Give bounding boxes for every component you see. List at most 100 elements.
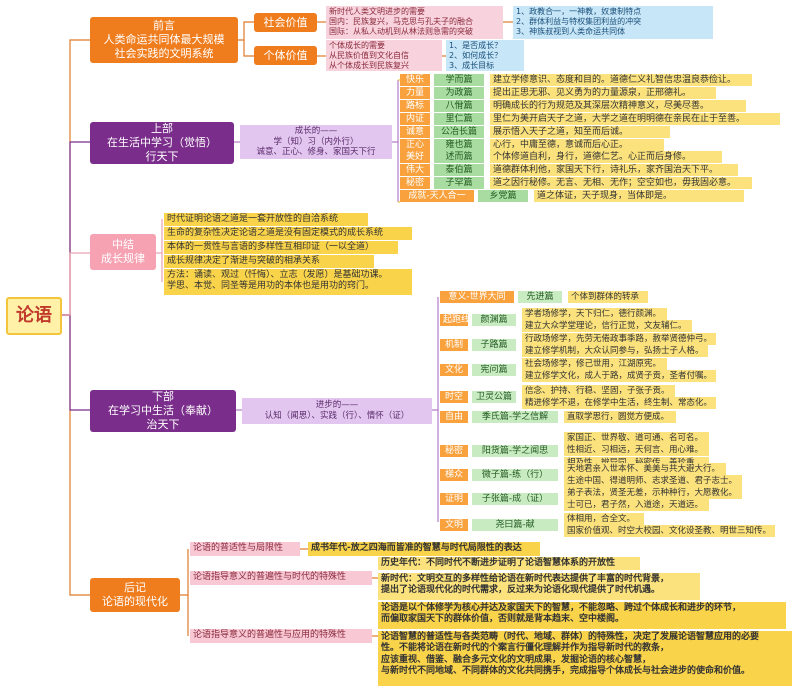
part2-group-chapter[interactable]: 微子篇-练（行）	[472, 469, 558, 482]
post-r3-text1: 论语是以个体修学为核心并达及家国天下的智慧，不能忽略、跨过个体成长和进步的环节，…	[378, 602, 786, 629]
post-r2-text1: 历史年代：不同时代不断进步证明了论语智慧体系的开放性	[378, 557, 640, 570]
post-line: 性。不能将论语在新时代的个案言行僵化理解并作为指导新时代的教条，	[381, 643, 670, 654]
post-title: 后记	[124, 581, 146, 595]
sub-line: 1、是否成长？	[449, 41, 503, 50]
part1-row-key[interactable]: 成就-天人合一	[400, 190, 474, 203]
social-value-node[interactable]: 社会价值	[254, 13, 317, 32]
part2-group-chapter[interactable]: 卫灵公篇	[472, 391, 516, 404]
part2-group-key[interactable]: 证明	[440, 493, 468, 506]
part2-title: 下部	[152, 390, 174, 404]
sub-line: 1、政教合一，一神教，奴隶制特点	[516, 7, 642, 16]
part2-node[interactable]: 下部 在学习中生活（奉献） 治天下	[90, 390, 236, 432]
part2-group-key[interactable]: 文化	[440, 364, 468, 377]
detail-line: 从个体成长到民族复兴	[329, 61, 409, 70]
part1-row-key[interactable]: 美好	[400, 151, 430, 164]
personal-value-details: 个体成长的需要 从民族价值到文化自信 从个体成长到民族复兴	[326, 40, 442, 71]
post-r3-label[interactable]: 论语指导意义的普遍性与应用的特殊性	[190, 629, 372, 643]
part2-group-chapter[interactable]: 尧曰篇-献	[472, 519, 558, 532]
part2-group-key[interactable]: 梯众	[440, 469, 468, 482]
sub-line: 3、神族叔视到人类命运共同体	[516, 27, 626, 36]
mid-line: 诚意、正心、修身、家国天下行	[256, 147, 376, 158]
part2-group-chapter[interactable]: 季氏篇-学之信解	[472, 411, 558, 424]
part2-group-key[interactable]: 时空	[440, 391, 468, 404]
intro-node[interactable]: 前言 人类命运共同体最大规模 社会实践的文明系统	[90, 17, 238, 63]
part2-group-desc: 相及性、辨异同、秘密传、善珍重。	[564, 456, 710, 469]
part2-group-key[interactable]: 意义-世界大同	[440, 291, 514, 304]
part1-title: 上部	[151, 122, 173, 136]
part1-row-key[interactable]: 诚意	[400, 125, 430, 138]
part2-group-desc: 弟子表法，贤圣无差，示种种行，大愿教化。	[564, 487, 742, 499]
part1-mid-node[interactable]: 成长的—— 学（知）习（内外行） 诚意、正心、修身、家国天下行	[240, 125, 392, 159]
sub-line: 2、群体利益与特权集团利益的冲突	[516, 17, 642, 26]
part2-group-key[interactable]: 文明	[440, 519, 468, 532]
part2-group-chapter[interactable]: 颜渊篇	[472, 314, 516, 327]
post-node[interactable]: 后记 论语的现代化	[90, 578, 180, 612]
part2-group-desc: 学者场修学，天下归仁，德行颜渊。	[522, 308, 668, 320]
part1-row-key[interactable]: 内证	[400, 112, 430, 125]
sub-line: 3、成长目标	[449, 61, 495, 70]
mid-item: 时代证明论语之道是一套开放性的自洽系统	[164, 213, 368, 226]
part2-group-desc: 社会场修学，修己世用，江湖原宪。	[522, 358, 668, 370]
personal-value-node[interactable]: 个体价值	[254, 46, 317, 65]
part1-row-chapter[interactable]: 述而篇	[434, 151, 484, 164]
mid-item: 本体的一贯性与言语的多样性互相印证（一以全道）	[164, 241, 398, 254]
part2-group-desc: 家国正、世界敬、道可通、名可名。	[564, 432, 710, 444]
part1-row-chapter[interactable]: 八佾篇	[434, 99, 484, 112]
post-sub: 论语的现代化	[102, 595, 168, 608]
mid-node[interactable]: 中结 成长规律	[90, 234, 156, 270]
part1-row-chapter[interactable]: 子罕篇	[434, 177, 484, 190]
part2-group-chapter[interactable]: 宪问篇	[472, 364, 516, 377]
part1-row-key[interactable]: 力量	[400, 86, 430, 99]
detail-line: 新时代人类文明进步的需要	[329, 7, 425, 16]
detail-line: 个体成长的需要	[329, 41, 385, 50]
mid-line: 成长的——	[294, 126, 338, 137]
part2-group-desc: 直取学思行，圆觉方便成。	[564, 411, 677, 423]
part1-row-chapter[interactable]: 学而篇	[434, 74, 484, 86]
part1-row-chapter[interactable]: 公冶长篇	[434, 125, 484, 138]
detail-line: 国内：民族复兴，马克思与孔夫子的融合	[329, 17, 473, 26]
detail-line: 国际：从私人动机到从林法则急需的突破	[329, 27, 473, 36]
part2-mid-node[interactable]: 进步的—— 认知（闻思）、实践（行）、情怀（证）	[242, 398, 432, 424]
part2-group-key[interactable]: 秘密	[440, 444, 468, 457]
part2-group-desc: 天地君亲入世本怀、美美与共大避大行。	[564, 463, 726, 475]
part1-row-key[interactable]: 秘密	[400, 177, 430, 190]
part2-group-key[interactable]: 自由	[440, 411, 468, 424]
part2-group-chapter[interactable]: 子张篇-成（证）	[472, 493, 558, 506]
part1-line: 在生活中学习（觉悟）	[107, 136, 217, 150]
part1-row-chapter[interactable]: 为政篇	[434, 86, 484, 99]
part1-row-chapter[interactable]: 乡党篇	[478, 190, 528, 203]
part1-row-desc: 展示悟入天子之道，知至而后诚。	[490, 125, 670, 138]
part2-group-desc: 信念、护持、行稳、坚固，子张子贡。	[522, 385, 676, 397]
social-value-sub: 1、政教合一，一神教，奴隶制特点 2、群体利益与特权集团利益的冲突 3、神族叔视…	[513, 6, 713, 39]
part2-group-chapter[interactable]: 阳货篇-学之闻思	[472, 444, 558, 457]
part1-row-chapter[interactable]: 泰伯篇	[434, 164, 484, 177]
post-line: 而偏取家国天下的群体价值，否则就是背本趋末、空中楼阁。	[381, 614, 625, 625]
part1-row-desc: 道之体证，天子现身，当体即是。	[534, 190, 744, 203]
intro-line: 社会实践的文明系统	[114, 46, 214, 60]
post-r2-label[interactable]: 论语指导意义的普遍性与时代的特殊性	[190, 571, 372, 585]
part1-row-key[interactable]: 正心	[400, 138, 430, 151]
post-r3-text2: 论语智慧的普适性与各类范畴（时代、地域、群体）的特殊性，决定了发展论语智慧应用的…	[378, 631, 792, 686]
part2-group-key[interactable]: 机制	[440, 339, 468, 352]
mid-line: 认知（闻思）、实践（行）、情怀（证）	[264, 411, 410, 421]
detail-line: 从民族价值到文化自信	[329, 51, 409, 60]
part1-node[interactable]: 上部 在生活中学习（觉悟） 行天下	[90, 122, 234, 164]
part1-row-key[interactable]: 快乐	[400, 74, 430, 86]
part2-group-chapter[interactable]: 先进篇	[518, 291, 562, 304]
part2-group-desc: 建立大众学堂理论，信行正觉，文友辅仁。	[522, 320, 692, 332]
post-line: 论语是以个体修学为核心并达及家国天下的智慧，不能忽略、跨过个体成长和进步的环节，	[381, 603, 742, 613]
part1-row-chapter[interactable]: 里仁篇	[434, 112, 484, 125]
part1-row-key[interactable]: 路标	[400, 99, 430, 112]
part2-group-desc: 精进修学不退，在修学中生活，终生制、常态化。	[522, 397, 717, 409]
part1-row-desc: 道德群体利他，家国天下行，诗礼乐，家齐国治天下平。	[490, 164, 738, 177]
root-node[interactable]: 论语	[6, 297, 62, 335]
part2-group-key[interactable]: 起跑线	[440, 314, 468, 327]
part1-row-key[interactable]: 伟大	[400, 164, 430, 177]
part1-row-desc: 提出正思无邪、见义勇为的力量源泉，正邢德礼。	[490, 86, 716, 99]
part1-row-chapter[interactable]: 雍也篇	[434, 138, 484, 151]
part2-group-chapter[interactable]: 子路篇	[472, 339, 516, 352]
part1-row-desc: 心行，中庸至德，意诚而后心正。	[490, 138, 664, 151]
part1-line: 行天下	[145, 149, 179, 163]
part2-group-desc: 个体到群体的转承	[568, 291, 648, 303]
post-r1-label[interactable]: 论语的普适性与局限性	[190, 542, 300, 556]
